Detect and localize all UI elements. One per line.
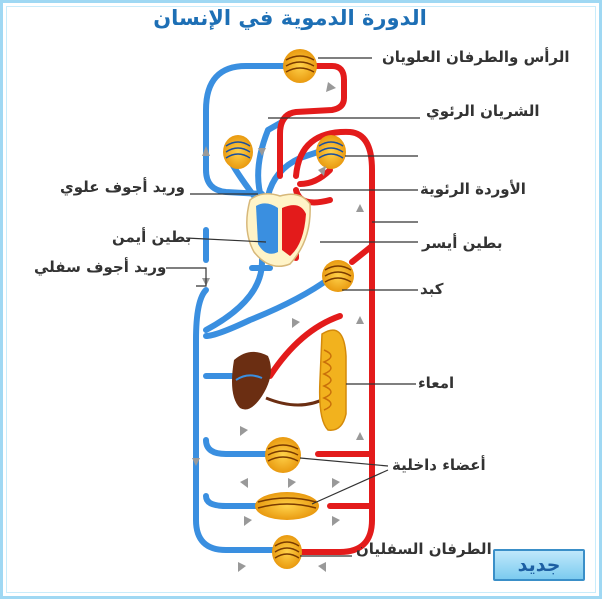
flow-arrows xyxy=(192,82,364,572)
inferior-vena-cava-vessel xyxy=(193,287,279,553)
label-pulmonary-veins: الأوردة الرئوية xyxy=(420,180,526,198)
aorta-head xyxy=(277,63,347,179)
capillary-legs xyxy=(272,535,302,569)
head-vein xyxy=(203,63,287,197)
capillary-organ-2 xyxy=(255,492,319,520)
label-liver: كبد xyxy=(420,280,444,298)
page-title: الدورة الدموية في الإنسان xyxy=(153,6,427,30)
label-leaders xyxy=(166,57,420,557)
capillary-organ-1 xyxy=(265,437,301,473)
liver-shape xyxy=(232,351,271,410)
capillary-head xyxy=(283,49,317,83)
label-internal-organs: أعضاء داخلية xyxy=(392,456,486,474)
capillary-upper-organ xyxy=(322,260,354,292)
frame-border xyxy=(6,6,596,593)
label-intestines: امعاء xyxy=(418,374,455,392)
descending-aorta xyxy=(293,128,375,555)
label-superior-vena-cava: وريد أجوف علوي xyxy=(60,178,186,196)
label-head-arms: الرأس والطرفان العلويان xyxy=(382,48,570,66)
intestines-shape xyxy=(318,329,347,431)
vein-system xyxy=(193,63,333,553)
label-pulmonary-artery: الشريان الرئوي xyxy=(426,102,540,120)
capillary-lung-right xyxy=(316,135,346,169)
label-left-ventricle: بطين أيسر xyxy=(422,234,503,252)
capillary-lung-left xyxy=(223,135,253,169)
heart xyxy=(246,193,311,267)
label-inferior-vena-cava: وريد أجوف سفلي xyxy=(34,258,167,276)
label-legs: الطرفان السفليان xyxy=(356,540,492,558)
artery-system xyxy=(267,63,375,555)
new-button[interactable]: جديد xyxy=(493,549,585,581)
label-right-ventricle: بطين أيمن xyxy=(112,228,192,246)
